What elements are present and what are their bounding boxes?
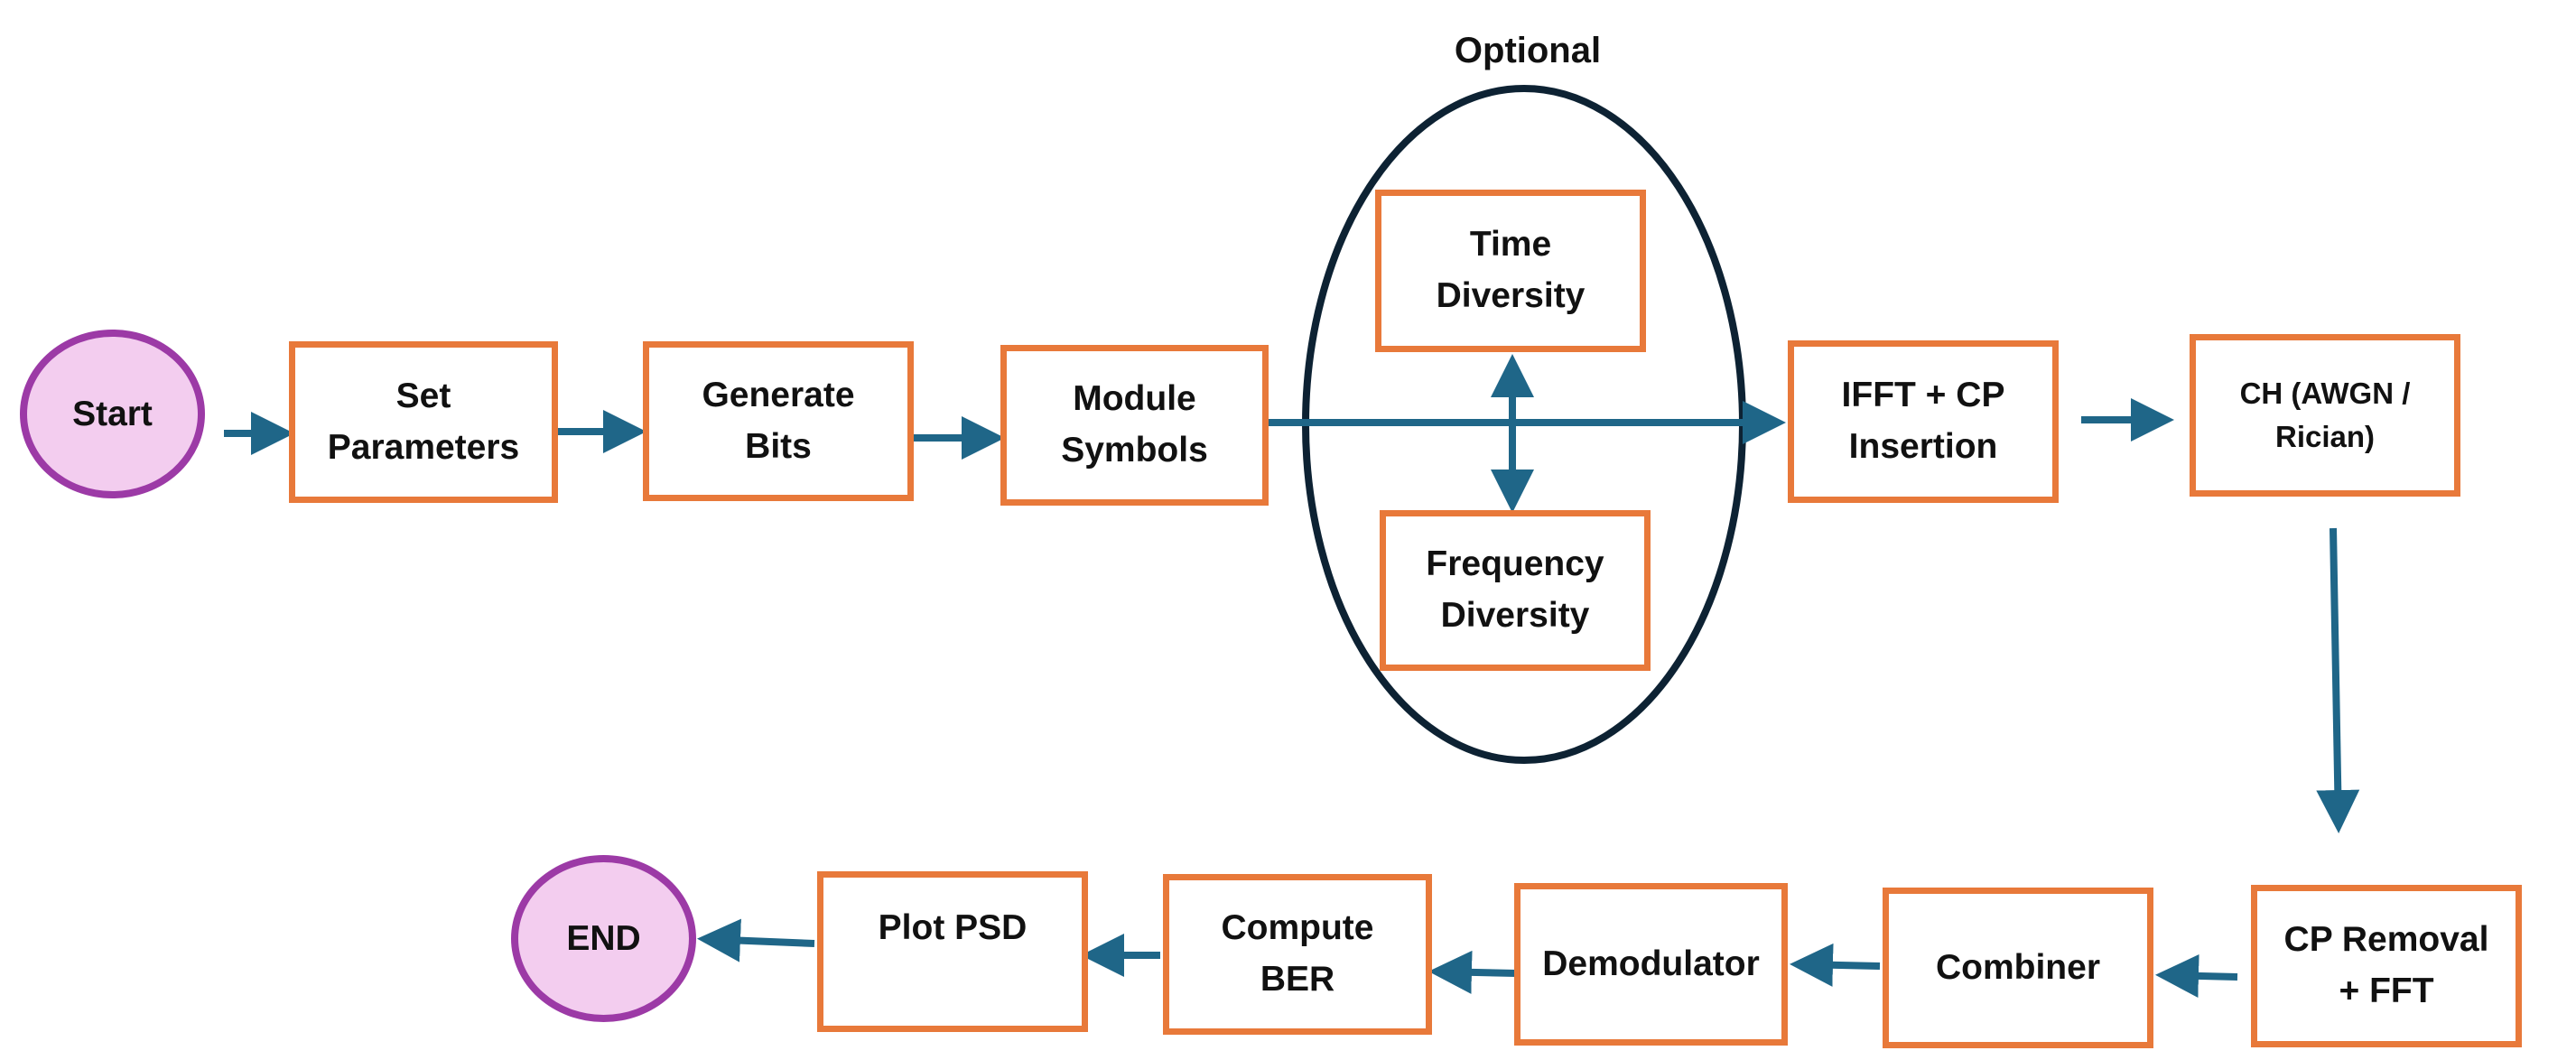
- arrow-combiner-to-demodulator: [1790, 943, 1881, 987]
- time-diversity-box: Time Diversity: [1375, 190, 1646, 352]
- frequency-diversity-box: Frequency Diversity: [1380, 510, 1651, 671]
- generate-bits-line-1: Generate: [702, 375, 855, 414]
- channel-line-1: CH (AWGN /: [2239, 377, 2411, 411]
- compute-ber-line-1: Compute: [1221, 908, 1374, 948]
- cp-removal-line-2: + FFT: [2339, 972, 2434, 1010]
- combiner-box: Combiner: [1883, 888, 2153, 1048]
- plot-psd-label: Plot PSD: [878, 908, 1028, 947]
- channel-line-2: Rician): [2274, 420, 2376, 453]
- ifft-cp-insertion-box: IFFT + CP Insertion: [1788, 340, 2059, 503]
- set-parameters-line-1: Set: [395, 376, 451, 415]
- arrow-demodulator-to-compute-ber: [1428, 950, 1518, 994]
- cp-removal-fft-box: CP Removal + FFT: [2251, 885, 2522, 1047]
- module-symbols-line-1: Module: [1073, 379, 1196, 419]
- set-parameters-box: Set Parameters: [289, 341, 558, 503]
- module-symbols-line-2: Symbols: [1061, 431, 1208, 470]
- frequency-diversity-line-1: Frequency: [1426, 544, 1604, 584]
- end-terminal: END: [511, 855, 696, 1022]
- generate-bits-box: Generate Bits: [643, 341, 914, 501]
- ifft-cp-line-2: Insertion: [1848, 427, 1998, 466]
- compute-ber-line-2: BER: [1260, 960, 1335, 999]
- combiner-label: Combiner: [1935, 947, 2100, 987]
- plot-psd-box: Plot PSD: [817, 871, 1088, 1032]
- time-diversity-line-2: Diversity: [1436, 276, 1586, 315]
- generate-bits-line-2: Bits: [745, 426, 812, 466]
- arrow-plot-psd-to-end: [697, 918, 815, 962]
- module-symbols-box: Module Symbols: [1000, 345, 1269, 506]
- end-label: END: [566, 918, 641, 958]
- set-parameters-line-2: Parameters: [327, 427, 520, 467]
- optional-label: Optional: [1454, 31, 1602, 70]
- cp-removal-line-1: CP Removal: [2283, 920, 2489, 960]
- frequency-diversity-line-2: Diversity: [1440, 596, 1590, 635]
- compute-ber-box: Compute BER: [1163, 874, 1432, 1035]
- demodulator-box: Demodulator: [1514, 883, 1788, 1046]
- ifft-cp-line-1: IFFT + CP: [1841, 376, 2005, 415]
- demodulator-label: Demodulator: [1542, 944, 1760, 983]
- arrow-cp-removal-to-combiner: [2155, 953, 2238, 998]
- channel-box: CH (AWGN / Rician): [2190, 334, 2460, 497]
- time-diversity-line-1: Time: [1469, 225, 1552, 265]
- arrow-channel-to-cp-removal: [2316, 527, 2360, 833]
- start-terminal: Start: [20, 330, 205, 498]
- start-label: Start: [72, 394, 153, 433]
